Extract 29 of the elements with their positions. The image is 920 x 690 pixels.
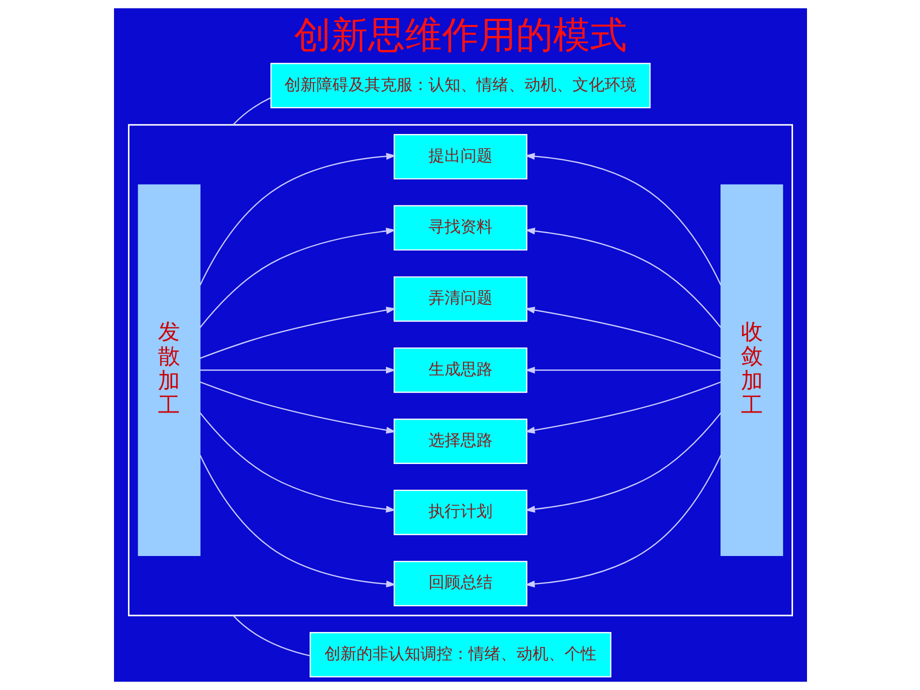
arrow	[524, 381, 721, 434]
arrow	[524, 228, 721, 328]
arrow	[524, 412, 721, 513]
node-box: 寻找资料	[393, 205, 527, 251]
arrow	[199, 381, 396, 434]
arrow	[199, 306, 396, 359]
connector	[232, 97, 271, 126]
node-box: 提出问题	[393, 134, 527, 180]
node-box: 发散加工	[137, 184, 200, 556]
arrow	[524, 454, 721, 588]
arrow	[200, 366, 396, 374]
arrow	[199, 412, 396, 513]
arrow	[199, 152, 396, 286]
arrow	[199, 228, 396, 328]
connector	[232, 615, 310, 656]
node-box: 执行计划	[393, 490, 527, 536]
arrow	[199, 454, 396, 588]
diagram-title: 创新思维作用的模式	[294, 14, 626, 57]
cluster	[127, 124, 793, 616]
node-box: 选择思路	[393, 418, 527, 464]
arrow	[524, 366, 720, 374]
arrow	[524, 306, 721, 359]
node-box: 创新障碍及其克服：认知、情绪、动机、文化环境	[270, 62, 650, 108]
node-box: 收敛加工	[720, 184, 783, 556]
node-box: 弄清问题	[393, 276, 527, 322]
node-box: 创新的非认知调控：情绪、动机、个性	[309, 632, 611, 678]
arrow	[524, 152, 721, 286]
node-box: 回顾总结	[393, 560, 527, 606]
node-box: 生成思路	[393, 347, 527, 393]
